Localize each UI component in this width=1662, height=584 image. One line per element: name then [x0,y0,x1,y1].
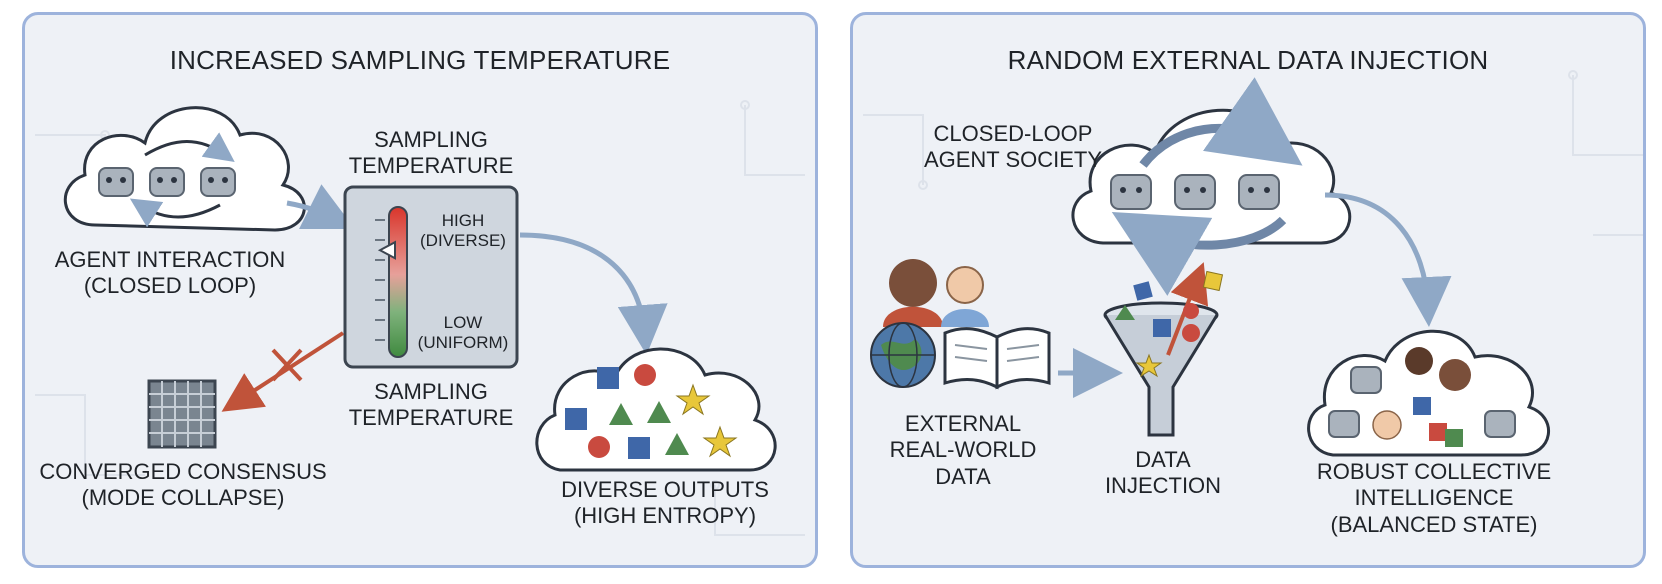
agent-society-cloud-icon [1071,77,1352,296]
converged-consensus-label: CONVERGED CONSENSUS (MODE COLLAPSE) [39,459,327,511]
robust-intelligence-label: ROBUST COLLECTIVE INTELLIGENCE (BALANCED… [1316,459,1552,537]
high-label: HIGH (DIVERSE) [420,211,506,251]
funnel-icon [1103,262,1224,437]
data-injection-label: DATA INJECTION [1104,447,1222,499]
right-panel: RANDOM EXTERNAL DATA INJECTION CLOSED-LO… [850,12,1646,568]
agent-cloud-icon [63,106,306,232]
right-panel-graphics [863,70,1643,457]
arrow-to-diverse [519,232,668,355]
arrow-to-thermometer [286,184,355,229]
temperature-bottom-label: SAMPLING TEMPERATURE [348,379,514,431]
diverse-cloud-icon [535,347,777,472]
low-label: LOW (UNIFORM) [417,313,509,353]
diverse-outputs-label: DIVERSE OUTPUTS (HIGH ENTROPY) [561,477,769,529]
external-data-label: EXTERNAL REAL-WORLD DATA [889,411,1037,489]
people-icon [883,259,989,327]
robust-cloud-icon [1307,329,1551,457]
blocked-arrow [221,331,345,412]
right-title: RANDOM EXTERNAL DATA INJECTION [1007,45,1489,75]
agent-society-label: CLOSED-LOOP AGENT SOCIETY [923,121,1103,173]
left-title: INCREASED SAMPLING TEMPERATURE [169,45,671,75]
circuit-decoration [863,70,1643,236]
agent-interaction-label: AGENT INTERACTION (CLOSED LOOP) [54,247,286,299]
book-icon [943,327,1051,390]
grid-icon [147,379,217,449]
left-panel: INCREASED SAMPLING TEMPERATURE AGENT INT… [22,12,818,568]
globe-icon [870,322,936,388]
arrow-to-robust [1324,192,1452,327]
left-panel-graphics [35,100,805,536]
temperature-title: SAMPLING TEMPERATURE [348,127,514,179]
thermometer-icon [343,185,519,369]
